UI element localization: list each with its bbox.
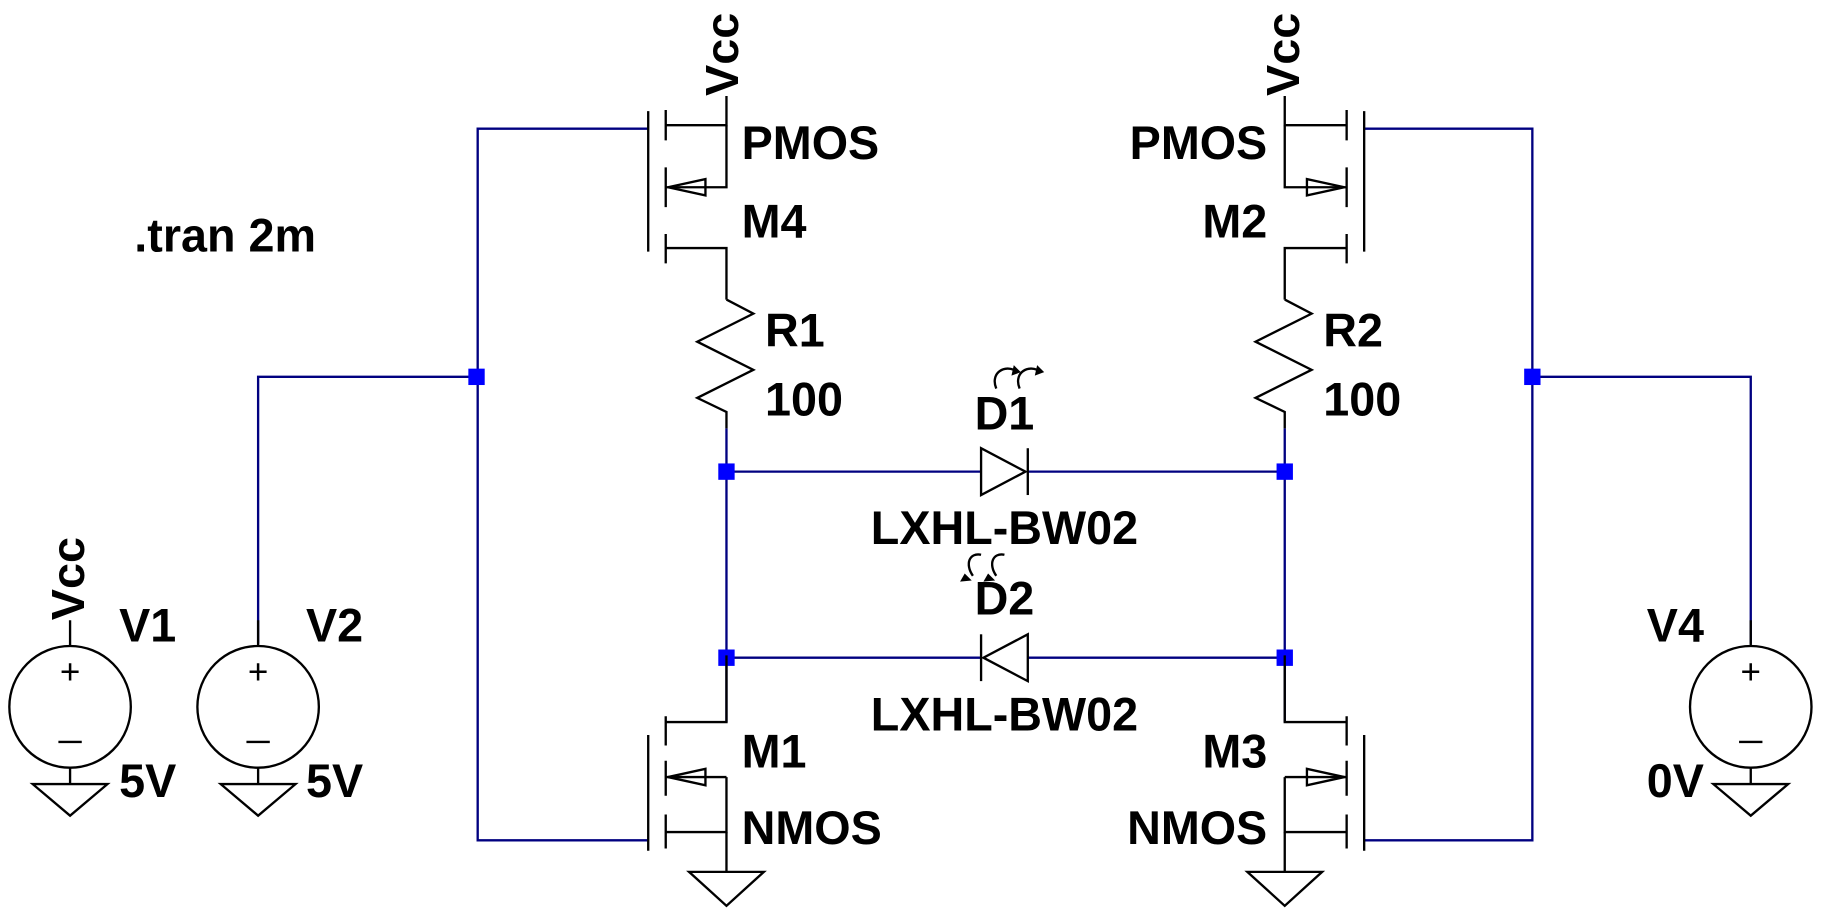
v1-value-label: 5V — [119, 755, 176, 807]
d2-light-arrow-1 — [967, 553, 982, 577]
m1-model-label: NMOS — [742, 802, 882, 854]
vcc-flag-m4: Vcc — [696, 13, 748, 96]
wire-v4-to-gate-bus — [1532, 375, 1752, 644]
ground-icon-v2 — [217, 782, 299, 818]
diode-d2[interactable] — [960, 553, 1029, 684]
m3-name-label: M3 — [1202, 726, 1267, 778]
d1-light-arrow-1 — [993, 367, 1015, 389]
transistor-m4[interactable] — [647, 95, 728, 300]
v2-plus-icon: + — [248, 652, 268, 691]
vcc-flag-v1: Vcc — [42, 537, 94, 620]
junction-d1-right — [1276, 463, 1293, 480]
transistor-m3[interactable] — [1283, 655, 1366, 872]
d1-model-label: LXHL-BW02 — [871, 502, 1138, 554]
vcc-flag-m2: Vcc — [1257, 13, 1309, 96]
ground-icon-v1 — [29, 782, 111, 818]
source-v2[interactable]: + — [196, 620, 321, 785]
ground-symbols — [29, 782, 1792, 908]
wire-v2-to-gate-bus — [256, 375, 478, 644]
r2-name-label: R2 — [1323, 304, 1383, 356]
m3-model-label: NMOS — [1127, 802, 1267, 854]
m4-name-label: M4 — [742, 196, 807, 248]
v2-value-label: 5V — [306, 755, 363, 807]
junction-left-gate — [468, 368, 485, 386]
r2-value-label: 100 — [1323, 373, 1401, 425]
d1-name-label: D1 — [975, 387, 1035, 439]
ground-icon-m3 — [1244, 870, 1326, 908]
source-v4[interactable]: + — [1688, 620, 1813, 785]
transistor-m1[interactable] — [647, 655, 728, 872]
wire-m4-gate — [476, 127, 649, 842]
v4-value-label: 0V — [1647, 755, 1704, 807]
r1-value-label: 100 — [765, 373, 843, 425]
m2-name-label: M2 — [1202, 196, 1267, 248]
d2-model-label: LXHL-BW02 — [871, 688, 1138, 740]
source-v1[interactable]: + — [8, 620, 132, 785]
d1-light-arrow-2 — [1017, 367, 1038, 389]
m4-model-label: PMOS — [742, 117, 880, 169]
transistor-m2[interactable] — [1283, 95, 1366, 300]
resistor-r1[interactable] — [694, 298, 756, 429]
d2-name-label: D2 — [975, 572, 1035, 624]
v4-name-label: V4 — [1647, 599, 1704, 651]
v1-plus-icon: + — [60, 652, 80, 691]
v2-name-label: V2 — [306, 599, 363, 651]
junction-d1-left — [718, 463, 735, 480]
ground-icon-v4 — [1710, 782, 1792, 818]
m1-name-label: M1 — [742, 726, 807, 778]
junctions — [468, 368, 1541, 666]
d2-light-arrow-2 — [991, 553, 1005, 577]
ground-icon-m1 — [686, 870, 767, 908]
v1-name-label: V1 — [119, 599, 176, 651]
v4-plus-icon: + — [1741, 652, 1761, 691]
m2-model-label: PMOS — [1130, 117, 1268, 169]
resistor-r2[interactable] — [1252, 298, 1315, 429]
wire-m2-gate — [1364, 127, 1534, 842]
r1-name-label: R1 — [765, 304, 825, 356]
tran-directive: .tran 2m — [134, 210, 316, 262]
labels: Vcc Vcc Vcc .tran 2m PMOS M4 PMOS M2 M1 … — [42, 13, 1704, 854]
junction-right-gate — [1524, 368, 1541, 386]
